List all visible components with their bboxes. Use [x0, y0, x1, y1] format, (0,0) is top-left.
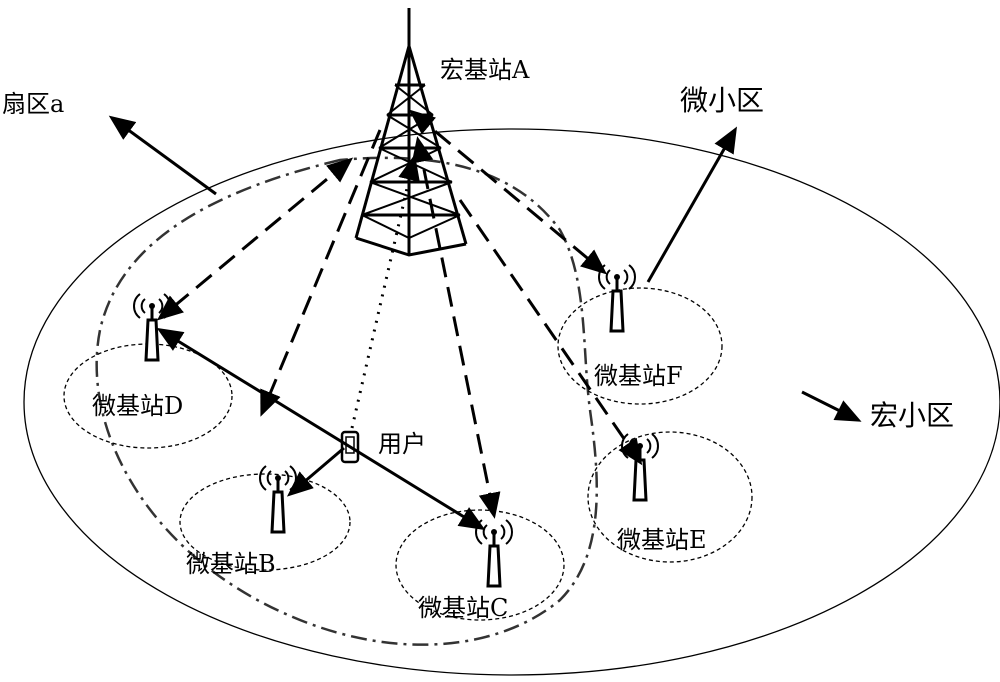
link-user-to-a [350, 154, 420, 429]
link-a-to-e [458, 199, 643, 466]
micro-antenna-icon-e [620, 432, 660, 502]
label-macro-cell: 宏小区 [870, 399, 954, 432]
pointer-macro-cell [801, 390, 862, 422]
pointer-sector [108, 115, 217, 196]
pointer-micro-cell [646, 126, 737, 283]
label-micro-cell: 微小区 [680, 84, 764, 117]
link-a-to-c [411, 136, 501, 519]
micro-cell-e [587, 431, 753, 563]
link-a-to-b [260, 129, 382, 417]
micro-antenna-icon-c [474, 518, 514, 588]
label-macro-station: 宏基站A [440, 56, 530, 84]
label-micro-b: 微基站B [186, 550, 276, 578]
link-user-to-b [286, 446, 345, 497]
link-a-to-d [156, 157, 354, 321]
label-micro-c: 微基站C [418, 594, 508, 622]
label-sector: 扇区a [2, 90, 64, 118]
link-a-to-f [408, 109, 608, 275]
label-micro-f: 微基站F [594, 362, 683, 390]
link-d-to-c [156, 327, 486, 531]
micro-antenna-icon-f [597, 263, 637, 333]
micro-cell-f [557, 287, 723, 405]
label-user: 用户 [378, 430, 426, 458]
label-micro-d: 微基站D [92, 392, 183, 420]
micro-antenna-icon-d [132, 292, 172, 362]
label-micro-e: 微基站E [617, 526, 707, 554]
